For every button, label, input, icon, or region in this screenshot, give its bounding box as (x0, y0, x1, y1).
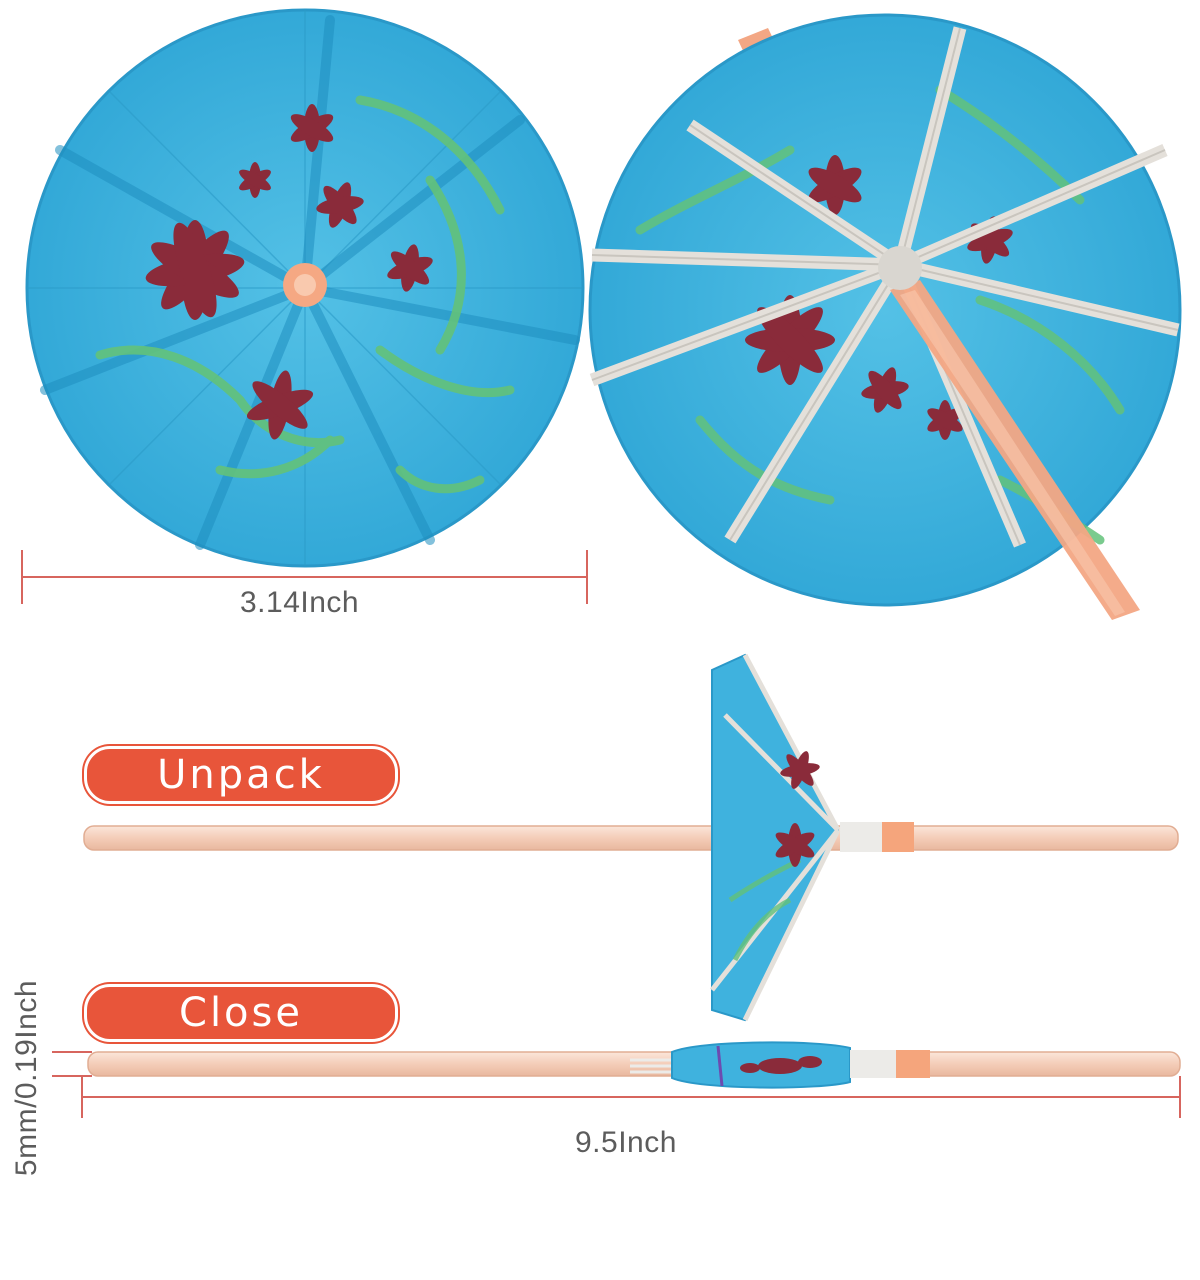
diameter-dimension-line (21, 550, 588, 604)
close-label-badge: Close (84, 984, 398, 1042)
product-illustration (21, 8, 1182, 1118)
length-label: 9.5Inch (575, 1126, 677, 1159)
thickness-dimension-line (52, 1051, 92, 1077)
thickness-label: 5mm/0.19Inch (10, 980, 43, 1177)
umbrella-underside-view (588, 13, 1182, 620)
length-dimension-line (81, 1076, 1181, 1118)
unpack-label-badge: Unpack (84, 746, 398, 804)
closed-straw-umbrella (87, 1041, 1181, 1089)
unpacked-straw-umbrella (83, 653, 1179, 1022)
diameter-label: 3.14Inch (240, 586, 360, 619)
umbrella-top-view (25, 8, 585, 568)
